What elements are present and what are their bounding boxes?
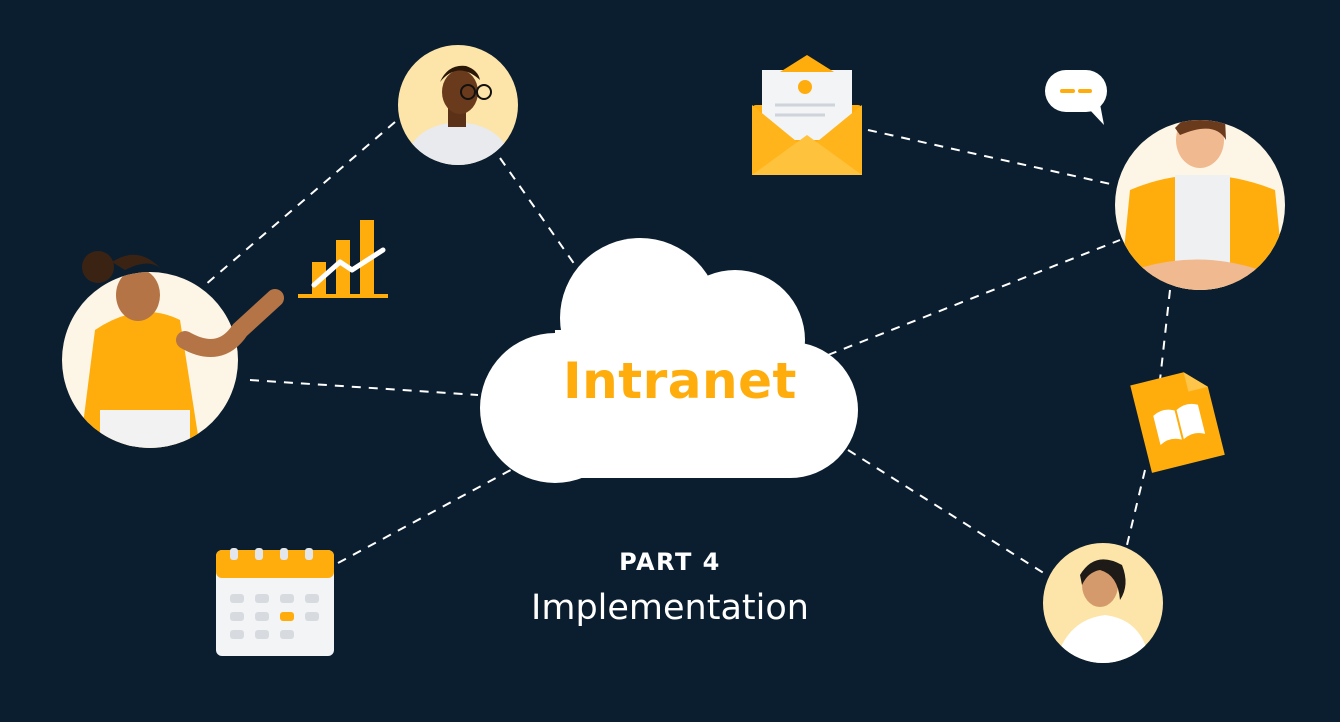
person-bottom-right-avatar: [1043, 543, 1163, 663]
connector-left-person-cloud: [249, 379, 479, 396]
person-right-avatar: [1115, 120, 1285, 290]
section-title: Implementation: [531, 588, 809, 628]
envelope-icon: [752, 55, 862, 175]
cloud-shape: [480, 238, 858, 483]
person-top-left-avatar: [398, 45, 518, 165]
person-left-pointing-avatar: [62, 251, 284, 448]
connectors: [204, 121, 1171, 578]
connector-book-bottom-person: [1126, 469, 1146, 546]
connector-cloud-right-person: [827, 239, 1121, 356]
hub-label: Intranet: [563, 352, 797, 410]
calendar-icon: [216, 548, 334, 656]
connector-calendar-cloud: [337, 464, 521, 564]
connector-cloud-bottom-person: [847, 449, 1051, 578]
chat-bubble-icon: [1045, 70, 1107, 125]
connector-top-person-cloud: [499, 157, 576, 266]
part-label: PART 4: [619, 548, 721, 576]
bar-chart-icon: [298, 220, 388, 298]
book-document-icon: [1130, 372, 1225, 473]
connector-envelope-right-person: [867, 129, 1116, 186]
connector-top-person-left-person: [204, 121, 396, 286]
connector-right-person-book: [1159, 289, 1171, 381]
